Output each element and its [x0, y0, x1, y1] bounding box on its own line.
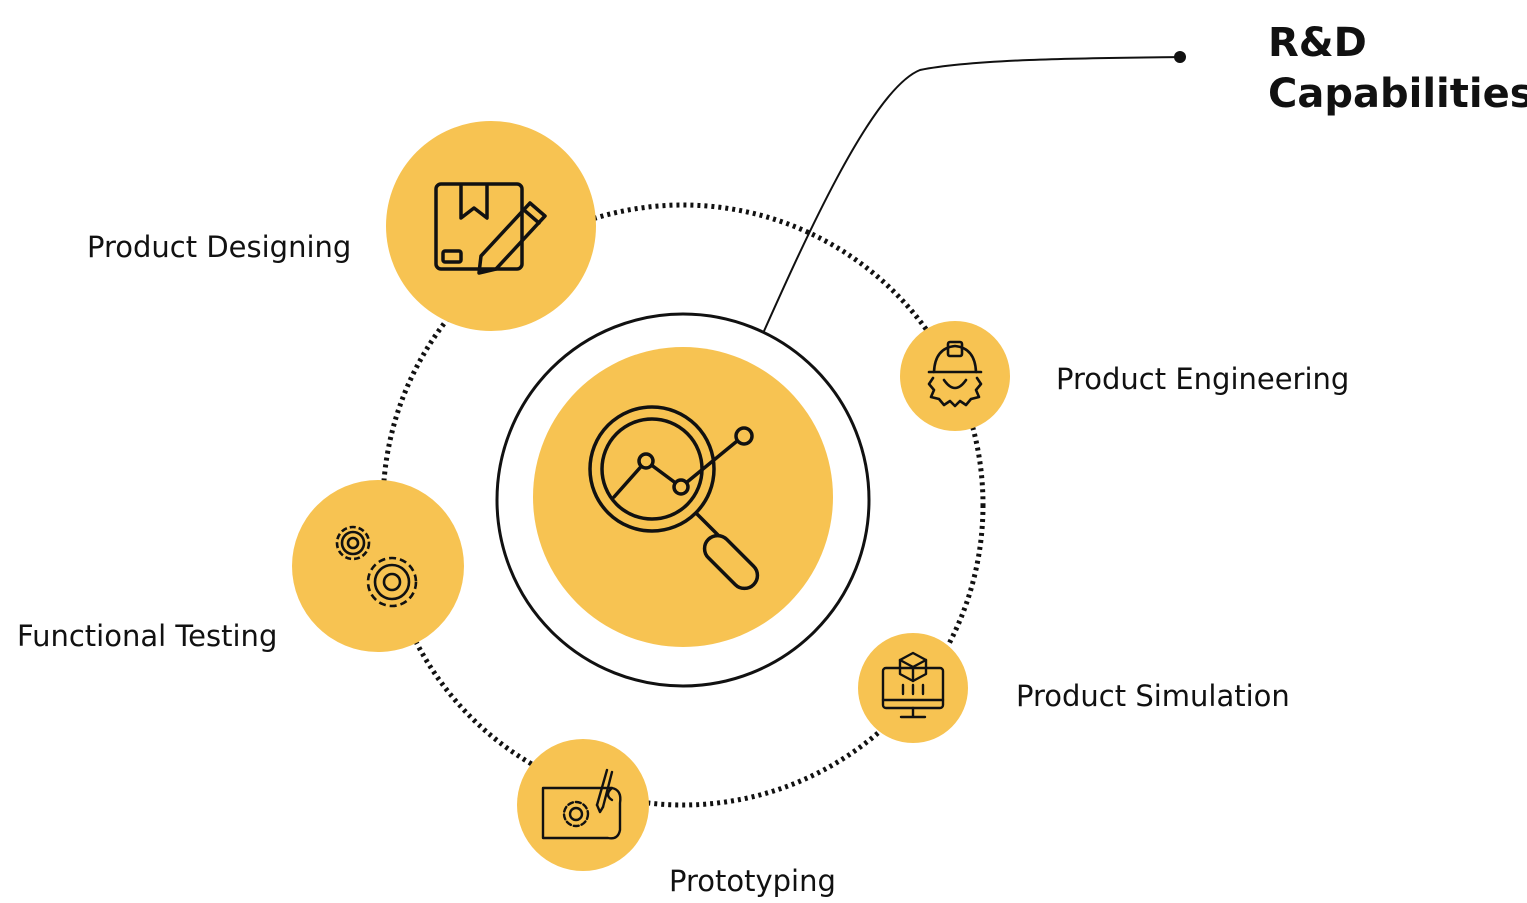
magnifier-chart-icon [588, 405, 760, 591]
center-hub [533, 347, 833, 647]
label-product-simulation: Product Simulation [1016, 679, 1290, 713]
title-connector [747, 56, 1181, 368]
title-line-2: Capabilities [1268, 71, 1527, 117]
node-product-engineering [900, 321, 1010, 431]
node-product-designing [386, 121, 596, 331]
gears-icon [335, 525, 418, 608]
box-pencil-icon [434, 182, 547, 275]
title-line-1: R&D [1268, 20, 1367, 66]
label-product-engineering: Product Engineering [1056, 362, 1350, 396]
label-product-designing: Product Designing [87, 230, 352, 264]
monitor-cube-icon [881, 651, 945, 719]
label-functional-testing: Functional Testing [17, 619, 278, 653]
page-title: R&D Capabilities [1268, 18, 1527, 120]
connector-dot [1174, 51, 1186, 63]
label-prototyping: Prototyping [669, 864, 836, 898]
orbit-ring [380, 202, 986, 808]
blueprint-gear-icon [541, 768, 622, 840]
helmet-gear-icon [927, 340, 983, 408]
node-functional-testing [292, 480, 464, 652]
